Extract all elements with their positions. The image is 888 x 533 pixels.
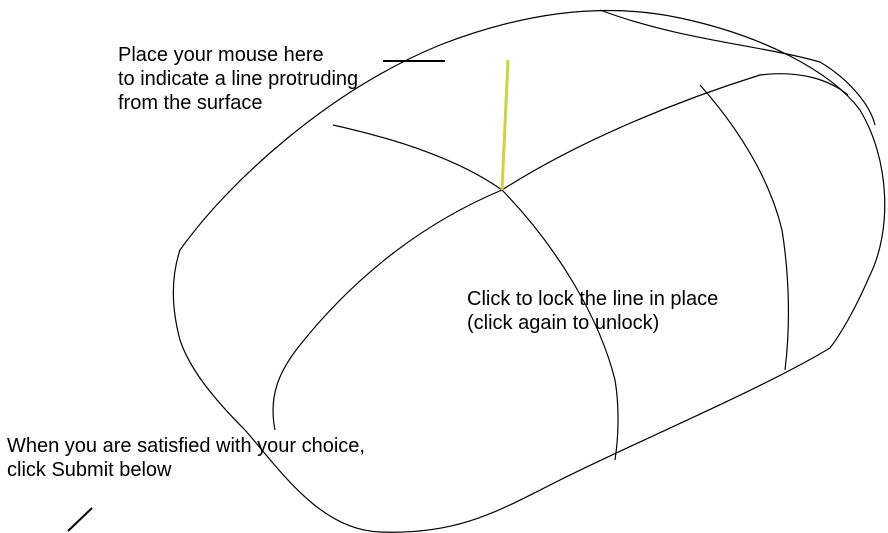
mouse-instruction-line3: from the surface (118, 92, 263, 114)
mouse-instruction: Place your mouse here to indicate a line… (118, 43, 358, 115)
submit-instruction: When you are satisfied with your choice,… (7, 434, 365, 482)
lock-instruction-line2: (click again to unlock) (467, 312, 660, 334)
gauge-line[interactable] (500, 59, 510, 191)
band-curve-center-down (501, 189, 619, 461)
submit-instruction-line2: click Submit below (7, 459, 172, 481)
mouse-instruction-line1: Place your mouse here (118, 44, 324, 66)
lock-instruction-line1: Click to lock the line in place (467, 288, 719, 310)
shape-silhouette (172, 9, 886, 533)
band-curve-right (699, 84, 790, 371)
band-curve-left-upper (332, 124, 503, 191)
mouse-instruction-line2: to indicate a line protruding (118, 68, 359, 90)
band-curve-top (599, 9, 876, 126)
pointer-stroke-icon (67, 507, 93, 532)
submit-instruction-line1: When you are satisfied with your choice, (7, 435, 365, 457)
mouse-label-leader-line (383, 60, 445, 62)
band-curve-diagonal (272, 73, 849, 431)
lock-instruction: Click to lock the line in place (click a… (467, 287, 718, 335)
